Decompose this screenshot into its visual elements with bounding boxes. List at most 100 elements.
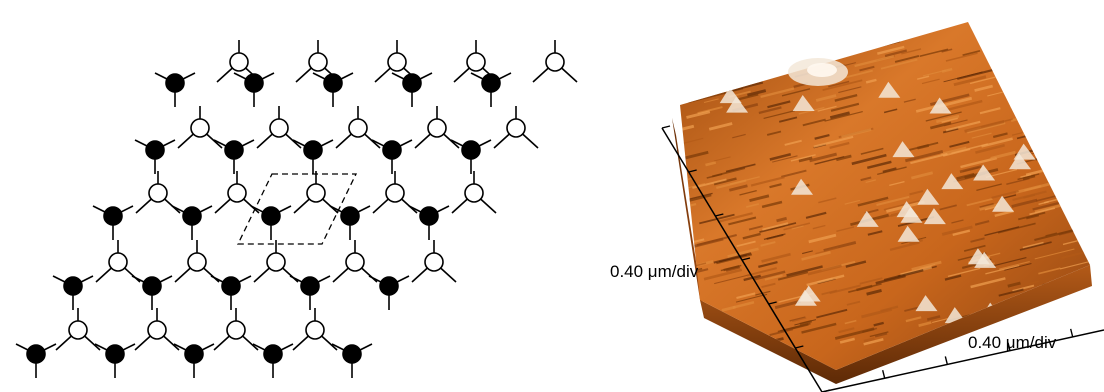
afm-surface-streak [716, 179, 747, 189]
afm-surface-streak [889, 180, 905, 186]
afm-surface-streak [799, 319, 812, 326]
lattice-atom-hollow [308, 52, 328, 72]
lattice-atom-hollow [464, 183, 484, 203]
afm-surface-streak [869, 331, 889, 338]
afm-surface-peak [992, 195, 1015, 212]
afm-surface-streak [711, 70, 734, 79]
afm-surface-streak [823, 241, 857, 252]
afm-surface-streak [862, 38, 888, 46]
afm-surface-streak [974, 84, 994, 92]
afm-surface-peak [794, 289, 817, 306]
afm-surface-streak [867, 230, 883, 236]
afm-surface-streak [919, 48, 949, 58]
afm-surface-streak [996, 48, 1031, 60]
afm-surface-streak [936, 114, 960, 124]
afm-surface-streak [909, 190, 924, 196]
afm-x-axis-tick [1069, 328, 1074, 338]
afm-surface-streak [761, 252, 791, 263]
afm-surface-streak [1026, 214, 1040, 220]
afm-surface-streak [1048, 309, 1085, 321]
afm-surface-streak [988, 256, 1027, 268]
afm-surface-streak [1040, 89, 1066, 98]
afm-surface-streak [860, 176, 872, 182]
lattice-atom-filled [402, 73, 422, 93]
afm-y-axis-tick [795, 345, 804, 349]
afm-surface-streak [806, 274, 845, 287]
lattice-atom-hollow [506, 118, 526, 138]
afm-surface-streak [1029, 207, 1056, 216]
afm-surface-streak [717, 212, 753, 223]
afm-surface-streak [815, 247, 839, 255]
afm-surface-streak [1004, 80, 1024, 88]
afm-surface-peak [974, 251, 997, 268]
afm-front-face [700, 265, 1092, 384]
afm-surface-streak [769, 328, 794, 337]
afm-surface-streak [784, 139, 802, 146]
lattice-atom-hollow [108, 252, 128, 272]
lattice-atom-filled [261, 206, 281, 226]
lattice-atom-hollow [187, 252, 207, 272]
afm-surface-streak [917, 143, 930, 150]
afm-surface-streak [1051, 58, 1088, 69]
lattice-atom-filled [461, 140, 481, 160]
afm-surface-streak [963, 244, 986, 252]
afm-surface-streak [728, 216, 757, 226]
afm-surface-streak [725, 163, 756, 173]
lattice-atom-hollow [545, 52, 565, 72]
afm-x-axis-tick [1007, 342, 1011, 351]
afm-surface-streak [747, 89, 767, 97]
afm-surface-streak [736, 240, 756, 248]
afm-surface-streak [876, 195, 910, 207]
afm-surface-streak [975, 144, 1005, 154]
lattice-atom-filled [63, 276, 83, 296]
afm-surface-streak [741, 67, 777, 78]
afm-surface-streak [818, 197, 837, 204]
afm-surface-streak [925, 111, 962, 122]
lattice-atom-hollow [387, 52, 407, 72]
lattice-atom-filled [323, 73, 343, 93]
afm-surface-streak [1053, 114, 1088, 126]
afm-surface-streak [863, 337, 875, 343]
afm-surface-streak [944, 274, 962, 281]
afm-surface-streak [857, 196, 889, 207]
afm-surface-streak [909, 238, 923, 245]
afm-surface-streak [801, 322, 837, 334]
afm-surface-streak [922, 69, 947, 77]
afm-surface-streak [1011, 198, 1038, 208]
afm-surface-streak [1045, 232, 1058, 237]
afm-surface-streak [703, 98, 719, 103]
afm-surface-streak [860, 147, 884, 155]
afm-surface-streak [763, 110, 796, 120]
afm-surface-streak [830, 102, 860, 112]
afm-surface-streak [763, 233, 786, 240]
afm-surface-streak [743, 76, 759, 83]
lattice-atom-hollow [190, 118, 210, 138]
afm-surface-streak [802, 250, 813, 255]
afm-surface-streak [714, 273, 752, 285]
afm-surface-streak [749, 40, 788, 52]
afm-surface-streak [686, 110, 711, 119]
afm-surface-streak [760, 87, 795, 98]
afm-surface-streak [929, 121, 952, 130]
afm-surface-streak [801, 250, 831, 261]
afm-surface-streak [1065, 54, 1089, 62]
afm-x-axis-line [821, 329, 1104, 392]
afm-surface-streak [1014, 57, 1037, 65]
afm-surface-streak [941, 48, 953, 53]
afm-surface-streak [873, 321, 884, 327]
lattice-atom-filled [263, 344, 283, 364]
afm-surface-streak [777, 271, 809, 281]
afm-surface-streak [705, 161, 717, 167]
afm-surface-peak [719, 87, 742, 104]
afm-surface-streak [1009, 102, 1026, 108]
afm-surface-streak [1020, 173, 1032, 179]
afm-surface-streak [818, 36, 859, 49]
afm-surface-streak [732, 80, 747, 87]
afm-surface-streak [856, 43, 868, 49]
afm-surface-streak [713, 156, 731, 162]
afm-surface-streak [728, 81, 764, 93]
afm-surface-streak [903, 98, 916, 103]
afm-surface-streak [761, 200, 783, 209]
afm-surface-streak [765, 67, 785, 75]
afm-surface-streak [889, 241, 920, 251]
